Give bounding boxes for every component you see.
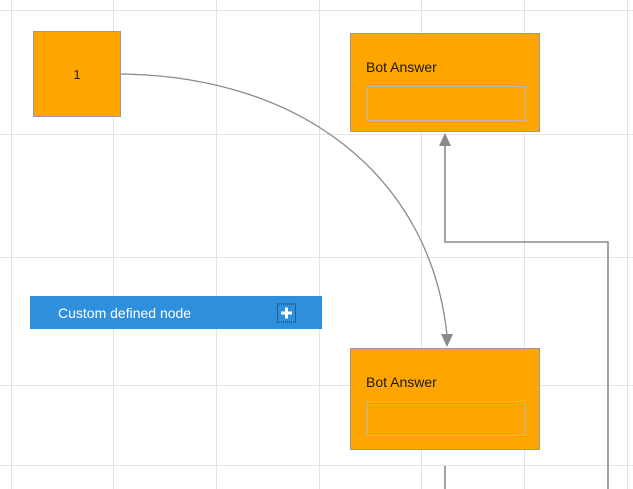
custom-defined-node-label: Custom defined node [58,304,192,321]
bot-answer-node-bottom[interactable]: Bot Answer [350,348,540,450]
start-node-label: 1 [73,66,81,82]
grid-line-vertical [216,0,217,489]
grid-line-horizontal [0,465,633,466]
bot-answer-message-slot[interactable] [367,86,526,121]
grid-line-horizontal [0,257,633,258]
grid-line-horizontal [0,134,633,135]
bot-answer-title: Bot Answer [366,59,437,75]
bot-answer-title: Bot Answer [366,374,437,390]
grid-line-horizontal [0,10,633,11]
grid-line-vertical [11,0,12,489]
start-node[interactable]: 1 [33,31,121,117]
plus-icon[interactable] [277,303,296,322]
bot-answer-message-slot[interactable] [367,401,526,436]
custom-defined-node-item[interactable]: Custom defined node [30,296,322,329]
bot-answer-node-top[interactable]: Bot Answer [350,33,540,132]
grid-line-vertical [319,0,320,489]
grid-line-vertical [627,0,628,489]
